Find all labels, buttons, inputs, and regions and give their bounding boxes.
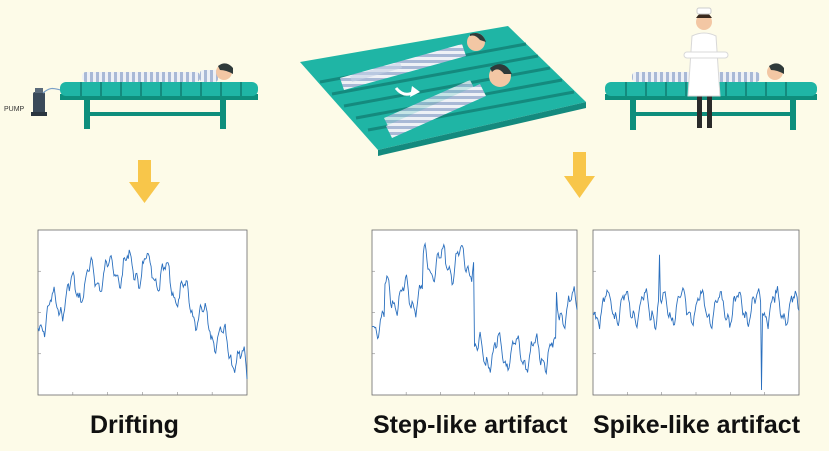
down-arrow-icon xyxy=(129,160,160,203)
turning-arrow-icon xyxy=(394,86,420,97)
patient-lateral xyxy=(384,64,512,138)
drifting-plot xyxy=(37,229,248,396)
bed-with-pump-illustration: PUMP xyxy=(4,63,258,129)
air-mattress xyxy=(60,82,258,96)
nurse-touching-patient-illustration xyxy=(605,7,817,130)
patient-turning-illustration xyxy=(300,26,586,156)
signal-trace xyxy=(371,242,578,376)
spike-like-plot xyxy=(592,229,800,396)
down-arrow-icon xyxy=(564,152,595,198)
step-like-artifact-caption: Step-like artifact xyxy=(373,411,568,439)
lying-patient xyxy=(82,63,233,82)
pump-label: PUMP xyxy=(4,106,25,113)
nurse xyxy=(683,7,729,128)
bed-frame xyxy=(60,94,258,129)
step-like-plot xyxy=(371,229,578,396)
drifting-caption: Drifting xyxy=(90,411,179,439)
pump-icon xyxy=(31,87,63,116)
signal-trace xyxy=(592,254,800,391)
patient-supine xyxy=(340,33,486,90)
signal-trace xyxy=(37,249,248,380)
spike-like-artifact-caption: Spike-like artifact xyxy=(593,411,801,439)
